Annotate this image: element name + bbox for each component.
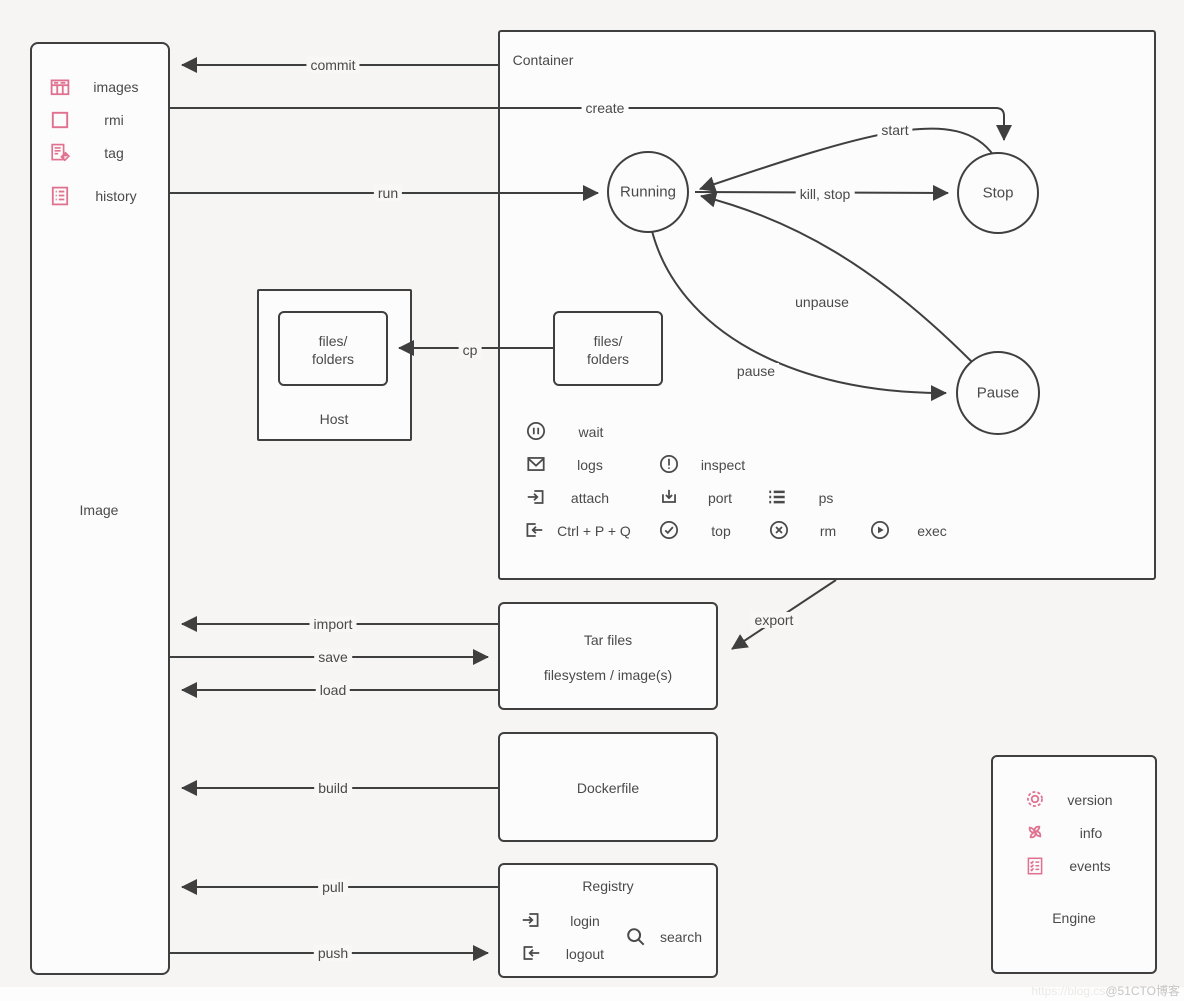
cmd-detach: Ctrl + P + Q (557, 522, 631, 539)
image-item-history: history (95, 187, 137, 204)
registry-panel (498, 863, 718, 978)
engine-version: version (1067, 791, 1113, 808)
cmd-attach: attach (570, 489, 610, 506)
edge-label-run: run (373, 184, 403, 202)
watermark: https://blog.cs@51CTO博客 (1031, 982, 1180, 999)
exec-play-icon (868, 518, 892, 542)
logout-exit-icon (519, 941, 543, 965)
tar-title: Tar files (583, 631, 633, 648)
edge-label-build: build (314, 779, 352, 797)
watermark-handle: @51CTO博客 (1105, 984, 1180, 998)
image-item-tag: tag (104, 144, 124, 161)
version-gear-icon (1023, 787, 1047, 811)
edge-label-cp: cp (458, 341, 482, 359)
state-pause-label: Pause (976, 384, 1020, 402)
cmd-wait: wait (578, 423, 604, 440)
search-icon (624, 925, 648, 949)
rm-x-icon (767, 518, 791, 542)
host-files-box (278, 311, 388, 386)
edge-label-commit: commit (306, 56, 360, 74)
edge-label-kill-stop: kill, stop (795, 185, 855, 203)
container-files-box (553, 311, 663, 386)
edge-label-unpause: unpause (791, 293, 853, 311)
edge-label-pause: pause (732, 362, 780, 380)
image-title: Image (79, 501, 119, 518)
dockerfile-box (498, 732, 718, 842)
edge-label-import: import (309, 615, 357, 633)
image-item-images: images (93, 78, 139, 95)
edge-label-start: start (877, 121, 913, 139)
registry-login: login (570, 912, 600, 929)
host-title: Host (319, 410, 349, 427)
engine-info: info (1079, 824, 1103, 841)
edge-label-save: save (314, 648, 352, 666)
tar-files-box (498, 602, 718, 710)
cmd-ps: ps (818, 489, 834, 506)
registry-title: Registry (582, 877, 634, 894)
edge-label-push: push (313, 944, 353, 962)
login-enter-icon (519, 908, 543, 932)
engine-title: Engine (1052, 909, 1096, 926)
cmd-top: top (711, 522, 731, 539)
images-grid-icon (48, 75, 72, 99)
tar-subtitle: filesystem / image(s) (543, 666, 673, 683)
state-running-label: Running (620, 183, 676, 201)
registry-search: search (659, 928, 703, 945)
tag-icon (48, 141, 72, 165)
edge-label-load: load (315, 681, 351, 699)
container-files-line2: folders (586, 350, 630, 367)
history-icon (48, 184, 72, 208)
edge-label-pull: pull (318, 878, 348, 896)
cmd-port: port (707, 489, 733, 506)
bottom-band (0, 987, 1184, 1001)
events-checklist-icon (1023, 854, 1047, 878)
container-files-line1: files/ (593, 332, 623, 349)
cmd-exec: exec (917, 522, 947, 539)
registry-logout: logout (565, 945, 605, 962)
cmd-rm: rm (819, 522, 837, 539)
attach-enter-icon (524, 485, 548, 509)
inspect-exclamation-icon (657, 452, 681, 476)
watermark-url: https://blog.cs (1031, 984, 1106, 998)
wait-pause-icon (524, 419, 548, 443)
cmd-logs: logs (577, 456, 603, 473)
dockerfile-title: Dockerfile (576, 779, 640, 796)
state-stop-label: Stop (982, 184, 1014, 202)
engine-panel (991, 755, 1157, 974)
container-title: Container (512, 51, 574, 68)
image-item-rmi: rmi (104, 111, 124, 128)
host-files-line1: files/ (318, 332, 348, 349)
rmi-square-icon (48, 108, 72, 132)
info-pinwheel-icon (1023, 820, 1047, 844)
cmd-inspect: inspect (700, 456, 746, 473)
engine-events: events (1069, 857, 1111, 874)
edge-label-create: create (581, 99, 629, 117)
host-files-line2: folders (311, 350, 355, 367)
port-download-icon (657, 485, 681, 509)
ps-list-icon (765, 485, 789, 509)
logs-envelope-icon (524, 452, 548, 476)
top-check-icon (657, 518, 681, 542)
detach-exit-icon (522, 518, 546, 542)
edge-label-export: export (750, 611, 798, 629)
